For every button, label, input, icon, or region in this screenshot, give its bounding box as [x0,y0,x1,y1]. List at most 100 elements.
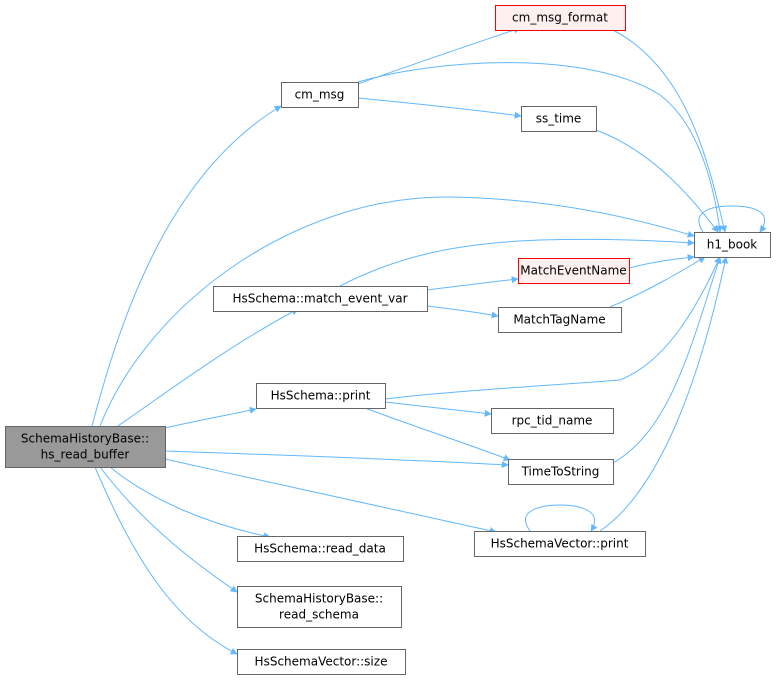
node-label: rpc_tid_name [512,414,593,428]
edge-path [599,256,729,532]
node-label: HsSchema::match_event_var [232,292,407,306]
node-label: HsSchemaVector::print [491,537,629,551]
edge-path [426,276,519,291]
edge-root-to-read_data [109,466,271,540]
node-label: MatchTagName [513,313,605,327]
node-label: ss_time [536,112,582,126]
edge-path [612,29,727,233]
edge-hs_print-to-rpc_tid_name [384,401,492,417]
node-box [256,383,386,409]
node-hs_print[interactable]: HsSchema::print [256,383,386,409]
edge-cm_msg-to-ss_time [357,97,522,119]
edge-path [94,466,238,655]
node-box [213,286,428,312]
edge-root-to-cm_msg [91,105,282,427]
node-cm_msg[interactable]: cm_msg [281,82,359,108]
edge-match_event_var-to-MatchEventName [426,276,519,291]
node-vec_size[interactable]: HsSchemaVector::size [237,649,406,675]
node-label: HsSchemaVector::size [255,655,388,669]
edge-path [384,401,492,417]
edge-path [357,62,723,233]
edge-path [164,406,257,429]
node-box [237,649,406,675]
edge-root-to-vec_print [164,458,497,535]
edge-cm_msg-to-h1_book [357,62,723,233]
node-label: TimeToString [521,465,600,479]
node-cm_msg_format[interactable]: cm_msg_format [495,5,626,31]
node-box [491,408,614,434]
edge-path [339,238,695,287]
node-box [495,5,626,31]
node-box [237,536,404,562]
edge-path [91,105,282,427]
node-box [5,426,166,468]
edge-MatchTagName-to-h1_book [609,256,706,308]
edge-path [384,256,721,400]
node-box [498,307,622,333]
nodes-layer: SchemaHistoryBase::hs_read_buffer cm_msg c… [5,5,771,675]
edge-path [595,129,719,233]
node-read_schema[interactable]: SchemaHistoryBase::read_schema [237,586,402,628]
node-vec_print[interactable]: HsSchemaVector::print [474,531,646,557]
node-box [521,106,597,132]
node-box [694,232,771,258]
edge-path [698,205,767,233]
edge-root-to-read_schema [99,466,238,593]
node-TimeToString[interactable]: TimeToString [508,459,614,485]
node-label: SchemaHistoryBase:: [21,432,149,446]
edge-hs_print-to-h1_book [384,256,721,400]
node-label: HsSchema::read_data [254,542,386,556]
node-ss_time[interactable]: ss_time [521,106,597,132]
edges-layer [91,26,767,655]
edge-path [357,97,522,119]
node-MatchTagName[interactable]: MatchTagName [498,307,622,333]
edge-cm_msg_format-to-h1_book [612,29,727,233]
edge-hs_print-to-TimeToString [364,407,511,462]
edge-path [612,256,722,464]
node-read_data[interactable]: HsSchema::read_data [237,536,404,562]
node-label: SchemaHistoryBase:: [255,592,383,606]
node-label: cm_msg [295,88,345,102]
edge-ss_time-to-h1_book [595,129,719,233]
edge-match_event_var-to-h1_book [339,238,695,287]
edge-root-to-TimeToString [164,450,509,469]
node-rpc_tid_name[interactable]: rpc_tid_name [491,408,614,434]
edge-path [426,305,499,319]
edge-path [524,504,598,532]
edge-path [628,254,695,269]
edge-path [99,196,695,427]
edge-root-to-match_event_var [117,308,299,427]
node-MatchEventName[interactable]: MatchEventName [518,258,630,284]
edge-root-to-vec_size [94,466,238,655]
edge-MatchEventName-to-h1_book [628,254,695,269]
node-label: h1_book [707,238,758,252]
node-label: MatchEventName [520,264,626,278]
node-label: read_schema [279,608,359,622]
edge-path [164,458,497,535]
edge-path [117,308,299,427]
node-box [281,82,359,108]
node-box [508,459,614,485]
edge-TimeToString-to-h1_book [612,256,722,464]
node-box [474,531,646,557]
edge-path [109,466,271,540]
edge-root-to-h1_book [99,196,695,427]
edge-path [164,450,509,469]
node-label: HsSchema::print [271,389,371,403]
edge-path [609,256,706,308]
edge-vec_print-to-h1_book [599,256,729,532]
node-h1_book[interactable]: h1_book [694,232,771,258]
edge-match_event_var-to-MatchTagName [426,305,499,319]
edge-root-to-hs_print [164,406,257,429]
edge-h1_book-to-h1_book [698,205,767,233]
node-label: cm_msg_format [512,11,608,25]
node-root[interactable]: SchemaHistoryBase::hs_read_buffer [5,426,166,468]
edge-path [99,466,238,593]
node-box [237,586,402,628]
node-match_event_var[interactable]: HsSchema::match_event_var [213,286,428,312]
edge-path [364,407,511,462]
node-label: hs_read_buffer [41,448,130,462]
node-box [518,258,630,284]
edge-vec_print-to-vec_print [524,504,598,532]
